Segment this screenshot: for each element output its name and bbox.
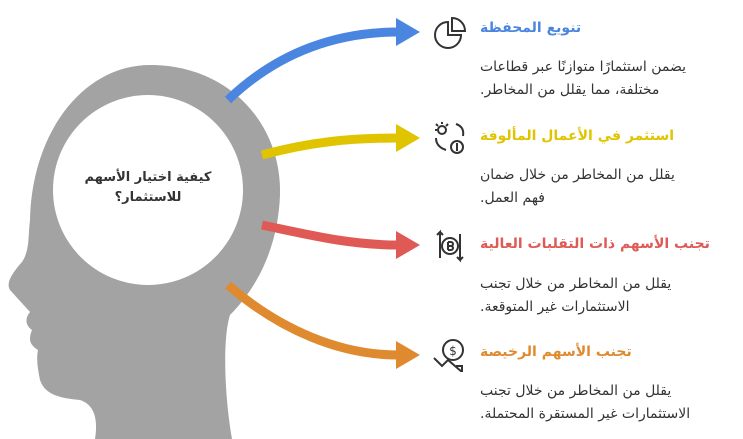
center-title: كيفية اختيار الأسهم للاستثمار؟ [84, 170, 212, 205]
item-title: تنويع المحفظة [480, 20, 582, 36]
item-title: تجنب الأسهم الرخيصة [480, 344, 632, 360]
head-inner-circle [53, 95, 243, 285]
arrow-red [261, 220, 399, 250]
item-desc: يقلل من المخاطر من خلال تجنب الاستثمارات… [480, 383, 691, 422]
arrow-blue [224, 27, 399, 104]
dollar-decline-icon: $ [433, 339, 464, 372]
arrowhead-blue [396, 18, 420, 46]
pie-chart-icon [434, 16, 467, 49]
arrowhead-yellow [396, 124, 420, 152]
item-desc: يضمن استثمارًا متوازنًا عبر قطاعات مختلف… [480, 59, 686, 98]
bitcoin-volatility-icon [436, 229, 464, 263]
arrow-yellow [260, 133, 399, 160]
item-title: تجنب الأسهم ذات التقلبات العالية [480, 236, 710, 252]
item-desc: يقلل من المخاطر من خلال تجنب الاستثمارات… [480, 276, 672, 315]
idea-money-cycle-icon [435, 122, 465, 154]
arrow-orange [225, 281, 399, 360]
arrowhead-red [396, 231, 420, 259]
svg-text:$: $ [449, 344, 457, 358]
item-desc: يقلل من المخاطر من خلال ضمان فهم العمل. [480, 167, 675, 206]
arrowhead-orange [396, 341, 420, 369]
item-title: استثمر في الأعمال المألوفة [480, 128, 675, 144]
